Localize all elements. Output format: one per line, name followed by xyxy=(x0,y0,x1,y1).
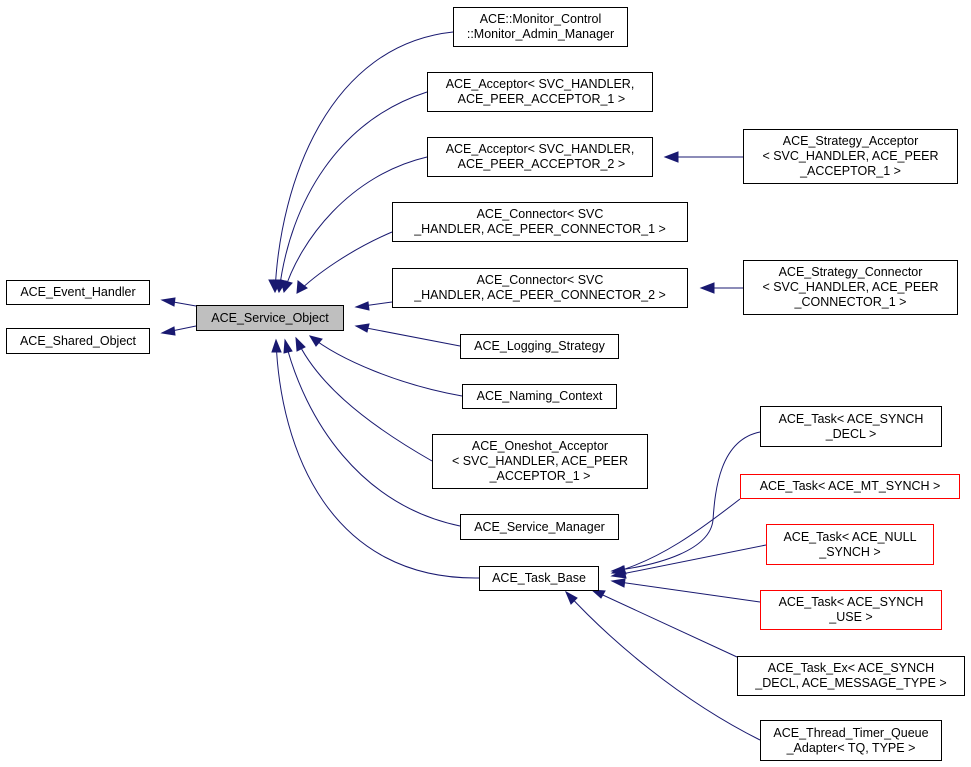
node-ace-service-object: ACE_Service_Object xyxy=(196,305,344,331)
edge-service-manager-to-service-object xyxy=(284,339,461,527)
node-ace-naming-context[interactable]: ACE_Naming_Context xyxy=(462,384,617,409)
arrowhead-shared-object xyxy=(160,326,176,336)
arrowhead-task-base-4 xyxy=(610,578,626,588)
node-ace-oneshot-acceptor[interactable]: ACE_Oneshot_Acceptor < SVC_HANDLER, ACE_… xyxy=(432,434,648,489)
arrowhead-service-object-top-4 xyxy=(296,280,308,294)
node-ace-shared-object[interactable]: ACE_Shared_Object xyxy=(6,328,150,354)
node-ace-connector-1[interactable]: ACE_Connector< SVC _HANDLER, ACE_PEER_CO… xyxy=(392,202,688,242)
arrowhead-service-object-bottom xyxy=(308,335,323,347)
node-ace-strategy-acceptor[interactable]: ACE_Strategy_Acceptor < SVC_HANDLER, ACE… xyxy=(743,129,958,184)
edge-acceptor-2-to-service-object xyxy=(283,156,428,293)
edge-connector-1-to-service-object xyxy=(296,231,393,294)
node-ace-task-ex[interactable]: ACE_Task_Ex< ACE_SYNCH _DECL, ACE_MESSAG… xyxy=(737,656,965,696)
edge-task-null-synch-to-task-base xyxy=(611,544,767,577)
node-ace-task-synch-decl[interactable]: ACE_Task< ACE_SYNCH _DECL > xyxy=(760,406,942,447)
arrowhead-service-object-top-3 xyxy=(280,279,293,294)
arrowhead-task-base-3 xyxy=(610,569,627,579)
arrowhead-task-base-5 xyxy=(590,589,606,599)
arrowhead-acceptor-2 xyxy=(663,151,679,163)
node-ace-connector-2[interactable]: ACE_Connector< SVC _HANDLER, ACE_PEER_CO… xyxy=(392,268,688,308)
node-ace-task-synch-use[interactable]: ACE_Task< ACE_SYNCH _USE > xyxy=(760,590,942,630)
edge-task-mt-synch-to-task-base xyxy=(611,498,741,574)
arrowhead-task-base-6 xyxy=(564,590,578,605)
node-ace-acceptor-1[interactable]: ACE_Acceptor< SVC_HANDLER, ACE_PEER_ACCE… xyxy=(427,72,653,112)
arrowhead-service-object-bottom-2 xyxy=(295,336,306,352)
arrowhead-event-handler xyxy=(160,297,176,307)
edge-acceptor-1-to-service-object xyxy=(278,91,428,293)
node-ace-task-null-synch[interactable]: ACE_Task< ACE_NULL _SYNCH > xyxy=(766,524,934,565)
node-ace-acceptor-2[interactable]: ACE_Acceptor< SVC_HANDLER, ACE_PEER_ACCE… xyxy=(427,137,653,177)
edge-monitor-admin-to-service-object xyxy=(274,31,454,293)
arrowhead-service-object-right xyxy=(354,301,370,311)
node-ace-task-mt-synch[interactable]: ACE_Task< ACE_MT_SYNCH > xyxy=(740,474,960,499)
arrowhead-connector-2 xyxy=(699,282,715,294)
node-monitor-admin-manager[interactable]: ACE::Monitor_Control ::Monitor_Admin_Man… xyxy=(453,7,628,47)
node-ace-task-base[interactable]: ACE_Task_Base xyxy=(479,566,599,591)
edge-task-base-to-service-object xyxy=(275,339,480,579)
edge-task-ex-to-task-base xyxy=(591,589,738,658)
node-ace-service-manager[interactable]: ACE_Service_Manager xyxy=(460,514,619,540)
edge-oneshot-acceptor-to-service-object xyxy=(295,337,433,462)
edge-naming-context-to-service-object xyxy=(309,335,463,397)
edge-task-synch-use-to-task-base xyxy=(611,580,761,603)
node-ace-strategy-connector[interactable]: ACE_Strategy_Connector < SVC_HANDLER, AC… xyxy=(743,260,958,315)
arrowhead-service-object-bottom-4 xyxy=(271,338,282,353)
arrowhead-service-object-bottom-3 xyxy=(283,338,293,354)
edge-logging-strategy-to-service-object xyxy=(355,325,461,347)
edge-thread-timer-queue-to-task-base xyxy=(565,591,761,741)
arrowhead-service-object-right-2 xyxy=(354,323,370,333)
node-ace-logging-strategy[interactable]: ACE_Logging_Strategy xyxy=(460,334,619,359)
node-ace-thread-timer-queue-adapter[interactable]: ACE_Thread_Timer_Queue _Adapter< TQ, TYP… xyxy=(760,720,942,761)
node-ace-event-handler[interactable]: ACE_Event_Handler xyxy=(6,280,150,305)
